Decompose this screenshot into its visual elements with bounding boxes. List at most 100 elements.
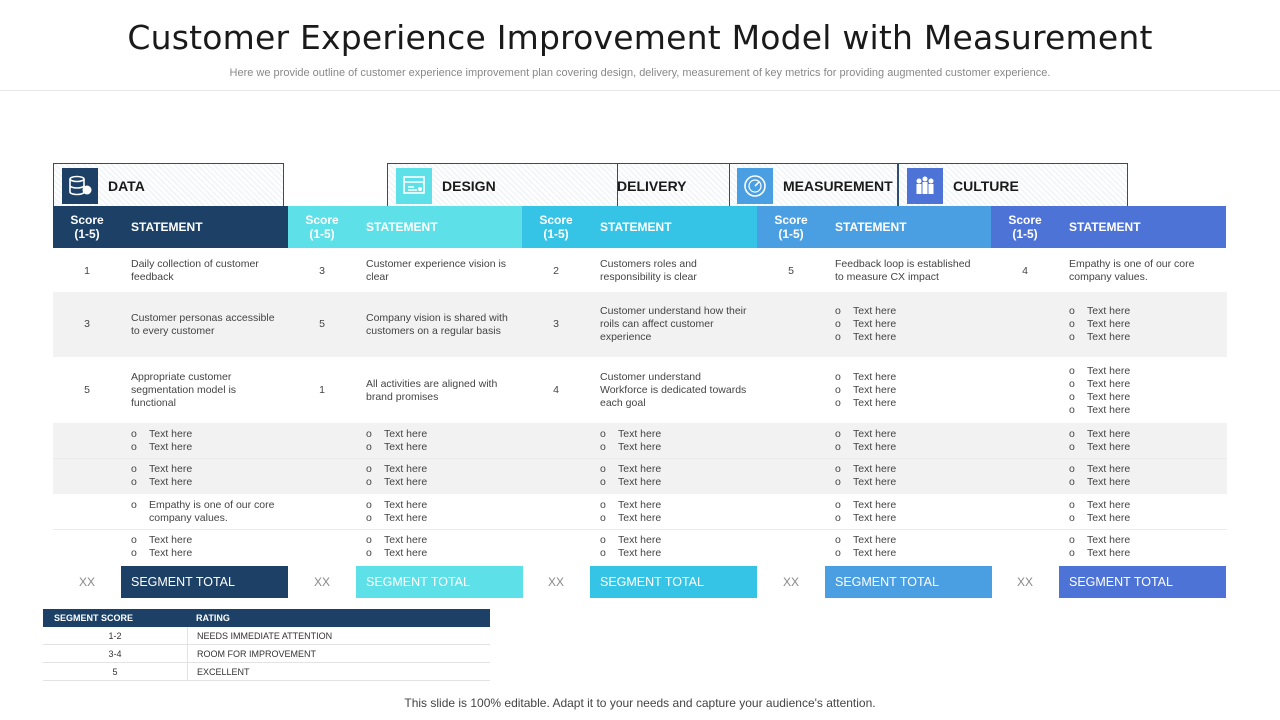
tab-culture[interactable]: CULTURE — [898, 163, 1128, 208]
statement-text: Customer understand Workforce is dedicat… — [600, 371, 747, 409]
tab-measurement[interactable]: MEASUREMENT — [728, 163, 898, 208]
rating-score: 5 — [112, 667, 118, 677]
footer-note: This slide is 100% editable. Adapt it to… — [404, 696, 876, 710]
statement-text: Customer experience vision is clear — [366, 258, 507, 283]
bullet-text: Text here — [853, 428, 897, 440]
statement-cell: Customer experience vision is clear — [366, 250, 513, 292]
statement-text: Customer personas accessible to every cu… — [131, 311, 275, 337]
tab-measurement-label: MEASUREMENT — [783, 177, 893, 194]
database-icon — [62, 167, 98, 204]
rating-score: 1-2 — [108, 631, 122, 641]
rating-score: 3-4 — [108, 649, 122, 659]
bullet-marker: o — [835, 476, 841, 488]
team-icon — [907, 167, 943, 204]
bullet-text: Text here — [1087, 428, 1131, 440]
bullet-marker: o — [600, 499, 606, 511]
bullet-marker: o — [1069, 512, 1075, 524]
bullet-text: Text here — [618, 428, 662, 440]
score-header: Score (1-5) — [991, 206, 1059, 248]
score-value: 3 — [319, 264, 325, 277]
bullet-text: Text here — [1087, 499, 1131, 511]
bullet-marker: o — [1069, 390, 1075, 403]
bullet-text: Text here — [853, 397, 897, 409]
statement-text: Feedback loop is established to measure … — [835, 258, 971, 283]
bullet-marker: o — [835, 512, 841, 524]
bullet-text: Text here — [149, 547, 193, 559]
bullet-text: Text here — [384, 534, 428, 546]
bullet-text: Text here — [618, 512, 662, 524]
page-subtitle: Here we provide outline of customer expe… — [229, 67, 1051, 79]
bullet-marker: o — [1069, 377, 1075, 390]
bullet-marker: o — [835, 499, 841, 511]
page-title: Customer Experience Improvement Model wi… — [127, 18, 1153, 57]
bullet-text: Text here — [149, 534, 193, 546]
bullet-marker: o — [600, 547, 606, 559]
bullet-marker: o — [1069, 428, 1075, 440]
bullet-marker: o — [1069, 364, 1075, 377]
rating-row: 1-2 NEEDS IMMEDIATE ATTENTION — [43, 627, 490, 645]
bullet-marker: o — [1069, 463, 1075, 475]
bullet-marker: o — [835, 463, 841, 475]
bullet-marker: o — [1069, 499, 1075, 511]
bullet-marker: o — [131, 463, 137, 475]
rating-label: ROOM FOR IMPROVEMENT — [187, 645, 316, 663]
bullet-text: Text here — [853, 547, 897, 559]
bullet-marker: o — [600, 476, 606, 488]
score-header: Score (1-5) — [288, 206, 356, 248]
statement-header: STATEMENT — [590, 206, 757, 248]
statement-cell: Empathy is one of our core company value… — [1069, 250, 1216, 292]
statement-header: STATEMENT — [825, 206, 992, 248]
bullet-marker: o — [1069, 534, 1075, 546]
bullet-text: Text here — [853, 499, 897, 511]
bullet-marker: o — [835, 428, 841, 440]
rating-row: 3-4 ROOM FOR IMPROVEMENT — [43, 645, 490, 663]
bullet-text: Text here — [618, 534, 662, 546]
bullet-marker: o — [1069, 318, 1075, 330]
bullet-text: Text here — [149, 463, 193, 475]
score-value: 4 — [553, 384, 559, 396]
statement-cell: Customer understand Workforce is dedicat… — [600, 358, 747, 423]
tab-design[interactable]: DESIGN — [387, 163, 618, 208]
tab-data[interactable]: DATA — [53, 163, 284, 208]
score-value: 1 — [84, 264, 90, 277]
design-icon — [396, 167, 432, 204]
score-value: 3 — [553, 318, 559, 330]
gauge-icon — [737, 167, 773, 204]
statement-cell: Daily collection of customer feedback — [131, 250, 278, 292]
statement-cell: Customer personas accessible to every cu… — [131, 292, 278, 357]
bullet-text: Text here — [853, 305, 897, 317]
bullet-marker: o — [366, 499, 372, 511]
rating-header: RATING — [196, 613, 230, 623]
bullet-text: Text here — [384, 499, 428, 511]
bullet-text: Text here — [1087, 534, 1131, 546]
statement-cell: Customers roles and responsibility is cl… — [600, 250, 747, 292]
bullet-text: Text here — [618, 463, 662, 475]
bullet-text: Text here — [618, 547, 662, 559]
bullet-text: Text here — [853, 512, 897, 524]
rating-table-header: SEGMENT SCORE RATING — [43, 609, 490, 627]
bullet-marker: o — [366, 441, 372, 453]
bullet-text: Text here — [1087, 318, 1131, 330]
statement-text: Company vision is shared with customers … — [366, 311, 508, 337]
tab-delivery-label: DELIVERY — [617, 177, 687, 194]
row-stripe — [53, 292, 1227, 357]
statement-cell: Feedback loop is established to measure … — [835, 250, 982, 292]
bullet-text: Text here — [853, 534, 897, 546]
score-value — [757, 292, 825, 357]
score-header: Score (1-5) — [757, 206, 825, 248]
tab-data-label: DATA — [108, 177, 145, 194]
statement-cell: Appropriate customer segmentation model … — [131, 358, 278, 423]
statement-header: STATEMENT — [121, 206, 288, 248]
